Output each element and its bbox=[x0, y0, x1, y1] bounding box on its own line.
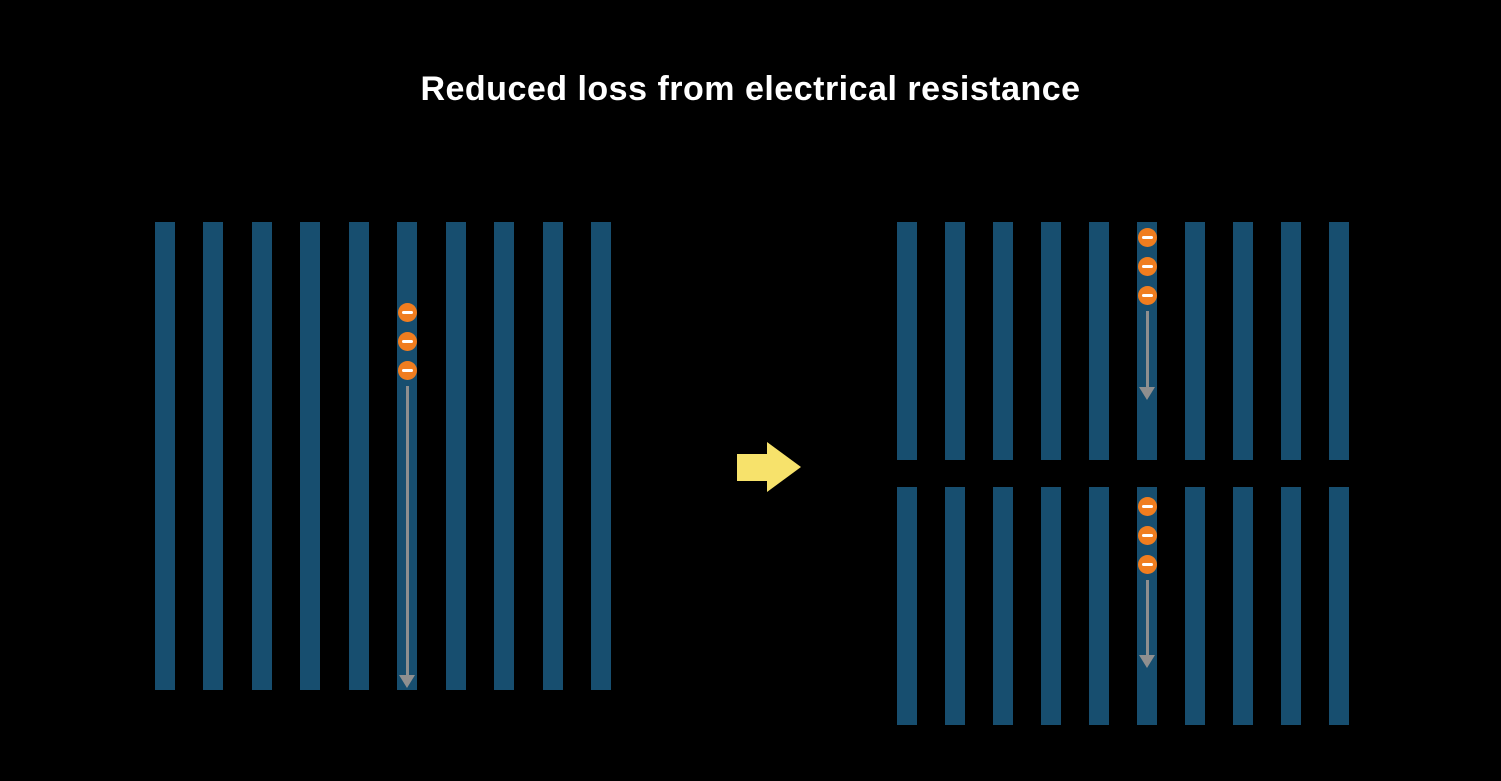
minus-symbol bbox=[1141, 236, 1153, 239]
minus-symbol bbox=[1141, 265, 1153, 268]
conductor-bar bbox=[1281, 222, 1301, 460]
conductor-bar bbox=[1041, 487, 1061, 725]
conductor-bar bbox=[1185, 222, 1205, 460]
electron-icon bbox=[1137, 497, 1157, 516]
conductor-bar bbox=[1233, 222, 1253, 460]
electron-icon bbox=[1137, 555, 1157, 574]
electron-icon bbox=[397, 361, 417, 380]
conductor-bar bbox=[348, 222, 369, 690]
electron-icon bbox=[1137, 526, 1157, 545]
electron-group bbox=[1137, 228, 1157, 305]
conductor-bar bbox=[1329, 487, 1349, 725]
current-direction-arrow bbox=[395, 386, 419, 688]
transition-arrow-shaft bbox=[737, 453, 767, 481]
half-cell-top-bars bbox=[897, 222, 1349, 460]
minus-symbol bbox=[1141, 505, 1153, 508]
transition-arrow-head bbox=[767, 442, 801, 492]
electron-icon bbox=[1137, 257, 1157, 276]
full-cell-bars bbox=[155, 222, 611, 690]
conductor-bar bbox=[897, 222, 917, 460]
conductor-bar bbox=[1041, 222, 1061, 460]
arrow-head-icon bbox=[399, 675, 415, 688]
electron-icon bbox=[1137, 228, 1157, 247]
half-cell-top-panel bbox=[897, 222, 1349, 460]
arrow-line bbox=[405, 386, 409, 675]
conductor-bar bbox=[1089, 222, 1109, 460]
half-cell-top-electron-flow bbox=[1135, 228, 1159, 400]
arrow-head-icon bbox=[1139, 387, 1155, 400]
conductor-bar bbox=[993, 222, 1013, 460]
conductor-bar bbox=[1089, 487, 1109, 725]
current-direction-arrow bbox=[1135, 311, 1159, 400]
conductor-bar bbox=[993, 487, 1013, 725]
conductor-bar bbox=[300, 222, 321, 690]
minus-symbol bbox=[1141, 563, 1153, 566]
full-cell-electron-flow bbox=[395, 303, 419, 688]
conductor-bar bbox=[1233, 487, 1253, 725]
electron-icon bbox=[397, 303, 417, 322]
half-cell-bottom-electron-flow bbox=[1135, 497, 1159, 668]
transition-arrow-icon bbox=[737, 442, 801, 492]
conductor-bar bbox=[590, 222, 611, 690]
conductor-bar bbox=[897, 487, 917, 725]
conductor-bar bbox=[445, 222, 466, 690]
half-cell-bottom-bars bbox=[897, 487, 1349, 725]
arrow-head-icon bbox=[1139, 655, 1155, 668]
arrow-line bbox=[1145, 580, 1149, 655]
minus-symbol bbox=[401, 340, 413, 343]
minus-symbol bbox=[1141, 534, 1153, 537]
conductor-bar bbox=[945, 487, 965, 725]
conductor-bar bbox=[1185, 487, 1205, 725]
diagram-title: Reduced loss from electrical resistance bbox=[420, 70, 1081, 108]
electron-group bbox=[1137, 497, 1157, 574]
half-cell-bottom-panel bbox=[897, 487, 1349, 725]
conductor-bar bbox=[1281, 487, 1301, 725]
electron-icon bbox=[397, 332, 417, 351]
full-cell-panel bbox=[155, 222, 611, 690]
minus-symbol bbox=[401, 369, 413, 372]
electron-icon bbox=[1137, 286, 1157, 305]
minus-symbol bbox=[401, 311, 413, 314]
minus-symbol bbox=[1141, 294, 1153, 297]
conductor-bar bbox=[1329, 222, 1349, 460]
conductor-bar bbox=[945, 222, 965, 460]
conductor-bar bbox=[203, 222, 224, 690]
conductor-bar bbox=[251, 222, 272, 690]
conductor-bar bbox=[155, 222, 175, 690]
electron-group bbox=[397, 303, 417, 380]
conductor-bar bbox=[542, 222, 563, 690]
arrow-line bbox=[1145, 311, 1149, 387]
conductor-bar bbox=[494, 222, 515, 690]
current-direction-arrow bbox=[1135, 580, 1159, 668]
